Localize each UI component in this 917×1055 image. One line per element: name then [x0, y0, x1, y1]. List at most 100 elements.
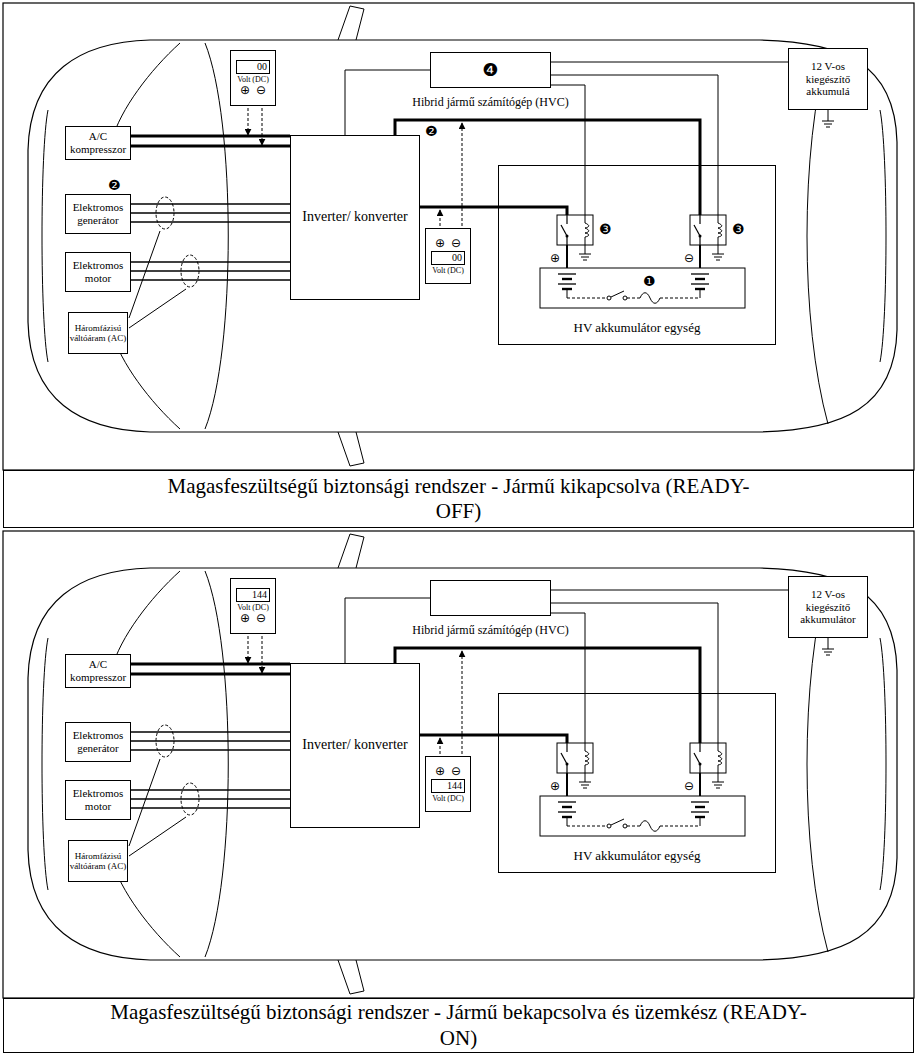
panel-frame: [3, 3, 914, 470]
compressor-box: A/C kompresszor: [65, 126, 131, 160]
ground-symbol: [583, 260, 587, 261]
mirror: [338, 534, 364, 568]
ground-symbol: [828, 644, 829, 649]
service-plug: [611, 819, 624, 825]
panel-frame: [3, 531, 914, 998]
service-plug: [623, 824, 627, 828]
hv-cable: [566, 245, 568, 268]
probe-arrow: [248, 108, 249, 135]
compressor-box: A/C kompresszor: [65, 654, 131, 688]
windshield-line: [205, 43, 228, 429]
wire: [131, 731, 290, 733]
hv-battery-unit: HV akkumulátor egység: [498, 693, 776, 873]
node-text: ⊕: [435, 237, 445, 250]
relay-symbol: [557, 215, 593, 245]
service-plug: [611, 291, 624, 297]
node-text: ⊕: [240, 84, 250, 97]
ground-wire: [828, 110, 829, 116]
ac-note-box: Háromfázisú váltóáram (AC): [68, 840, 128, 882]
callout-number: ❷: [425, 124, 438, 138]
node-heading: Hibrid jármű számítógép (HVC): [412, 96, 568, 110]
battery-cell: [567, 817, 568, 826]
node-text: ❹: [482, 60, 498, 81]
wire: [131, 261, 290, 263]
node-text: Magasfeszültségű biztonsági rendszer - J…: [99, 1000, 819, 1050]
hv-cable: [566, 773, 568, 796]
control-wire: [585, 693, 586, 743]
node-text: Háromfázisú váltóáram (AC): [69, 323, 127, 344]
probe-arrow: [262, 108, 263, 145]
relay-coil: [585, 773, 586, 777]
relay-contact: [566, 743, 567, 752]
service-plug: [623, 296, 627, 300]
control-wire: [718, 693, 719, 743]
voltmeter: 00Volt (DC)⊕⊖: [230, 50, 276, 106]
relay-coil: [718, 765, 719, 773]
generator-box: Elektromos generátor: [65, 194, 131, 234]
battery-cell: [700, 289, 701, 298]
relay-contact: [561, 753, 567, 764]
terminal-sign: ⊕: [550, 252, 560, 264]
cell-chain: [660, 826, 700, 827]
hv-cable: [498, 207, 567, 215]
node-text: ⊖: [256, 612, 266, 625]
relay-coil: [718, 223, 722, 237]
node-text: A/C kompresszor: [66, 658, 130, 683]
computer-box: ❹Hibrid jármű számítógép (HVC): [430, 52, 551, 88]
hv-cable: [131, 135, 290, 138]
relay-contact: [699, 743, 700, 752]
node-text: Magasfeszültségű biztonsági rendszer - J…: [159, 474, 759, 524]
relay-coil: [585, 765, 586, 773]
battery-module: [540, 796, 745, 836]
node-text: 00: [431, 251, 465, 265]
hv-cable: [131, 673, 290, 676]
probe-arrow: [462, 123, 463, 226]
node-text: 12 V-os kiegészítő akkumulátor: [789, 588, 867, 626]
wire: [131, 279, 290, 281]
wire: [131, 807, 290, 809]
node-text: Háromfázisú váltóáram (AC): [69, 851, 127, 872]
battery-cell: [567, 289, 568, 298]
probe-arrow: [440, 210, 441, 226]
battery-cell: [695, 806, 705, 808]
node-heading: Hibrid jármű számítógép (HVC): [412, 624, 568, 638]
hv-cable: [131, 663, 290, 666]
node-text: Elektromos generátor: [66, 729, 130, 754]
hv-cable: [131, 145, 290, 148]
voltmeter: ⊕⊖144Volt (DC): [425, 756, 471, 812]
cell-chain: [627, 826, 640, 827]
node-text: ⊕: [240, 612, 250, 625]
wire: [131, 270, 290, 272]
mirror: [338, 432, 364, 466]
inverter-box: Inverter/ konverter: [290, 135, 420, 300]
relay-coil: [718, 237, 719, 245]
control-wire: [585, 165, 586, 215]
battery-cell: [691, 811, 709, 812]
relay-coil: [585, 245, 586, 249]
terminal-sign: ⊕: [550, 780, 560, 792]
relay-coil: [585, 223, 589, 237]
callout-number: ❶: [643, 274, 656, 288]
relay-coil: [718, 245, 719, 249]
bumper-line: [42, 110, 48, 362]
ground-symbol: [581, 785, 589, 786]
cell-chain: [627, 298, 640, 299]
relay-coil: [718, 215, 719, 223]
node-text: Volt (DC): [427, 266, 469, 276]
ground-symbol: [828, 116, 829, 121]
wire: [131, 740, 290, 742]
relay-coil: [585, 743, 586, 751]
battery-cell: [691, 273, 709, 274]
panel-drawing: [3, 3, 914, 470]
wire: [551, 62, 788, 63]
ground-symbol: [824, 124, 832, 125]
battery-cell: [691, 283, 709, 284]
ground-symbol: [581, 257, 589, 258]
motor-box: Elektromos motor: [65, 252, 131, 292]
relay-contact: [566, 235, 569, 238]
callout-number: ❸: [599, 222, 612, 236]
hv-cable: [699, 165, 702, 215]
car-outline: [28, 568, 897, 960]
